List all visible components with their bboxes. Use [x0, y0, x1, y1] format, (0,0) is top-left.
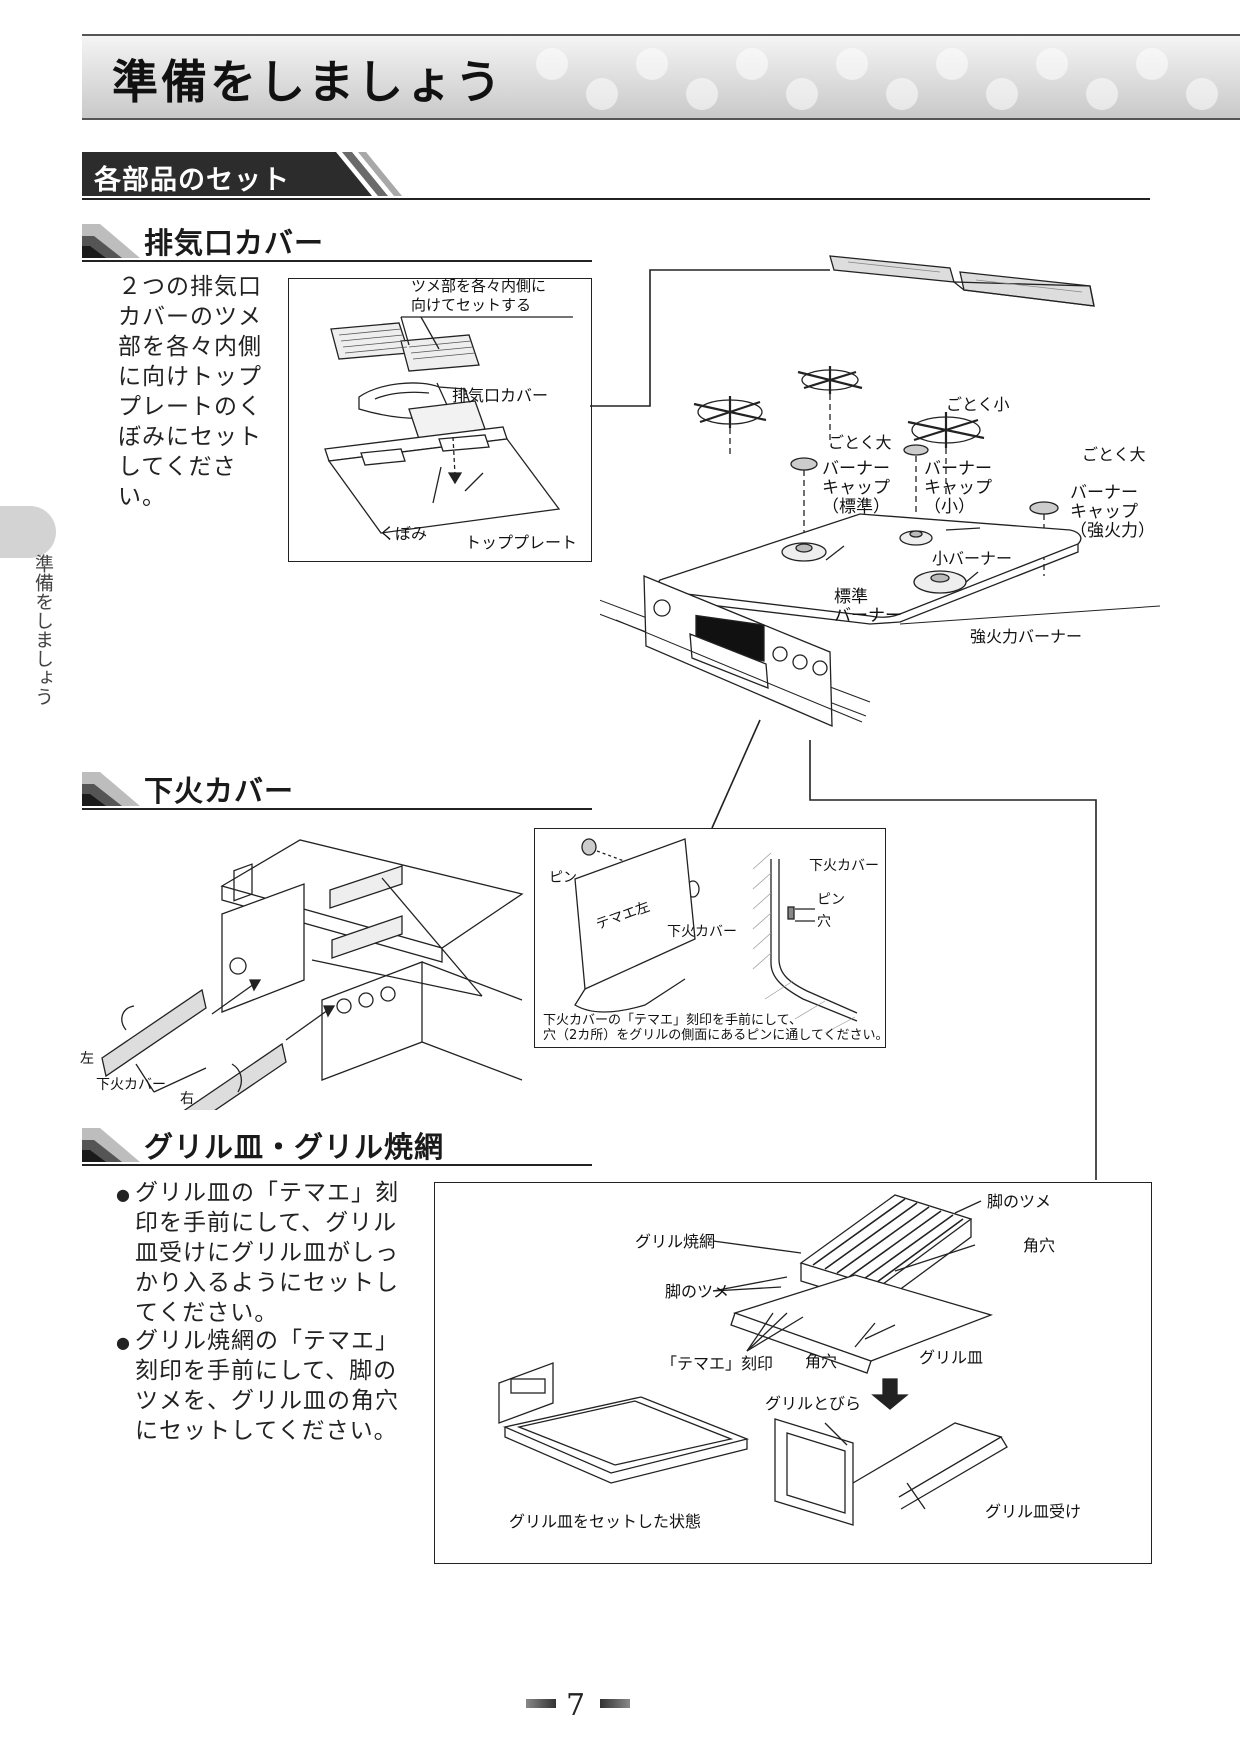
- heading-stripe-icon: [82, 224, 140, 258]
- pin-label: ピン: [549, 870, 577, 886]
- exhaust-cover-label: 排気口カバー: [452, 386, 549, 405]
- right-label: 右: [180, 1091, 194, 1107]
- detail-hole-label: 穴: [817, 914, 831, 930]
- detail-cover-label: 下火カバー: [667, 924, 737, 940]
- stamp-label: 「テマエ」刻印: [661, 1354, 774, 1373]
- side-tab-label: 準備をしましょう: [32, 554, 54, 706]
- section-title: 各部品のセット: [94, 165, 290, 196]
- page-number-bar-left: [526, 1699, 556, 1708]
- grill-bullet-2: ● グリル焼網の「テマエ」刻印を手前にして、脚のツメを、グリル皿の角穴にセットし…: [116, 1326, 420, 1446]
- trivet-small-label: ごとく小: [946, 395, 1010, 414]
- stove-illustration: [600, 255, 1160, 727]
- page-number-bar-right: [600, 1699, 630, 1708]
- leg-claw-mid-label: 脚のツメ: [665, 1282, 730, 1301]
- trivet-large-left-label: ごとく大: [828, 433, 892, 452]
- recess-label: くぼみ: [379, 524, 428, 543]
- side-tab: [0, 506, 56, 558]
- exhaust-cover-title: 排気口カバー: [144, 226, 325, 260]
- exhaust-cover-header: 排気口カバー: [82, 216, 592, 262]
- exhaust-cover-diagram: ツメ部を各々内側に 向けてセットする 排気口カバー くぼみ トッププレート: [288, 277, 592, 562]
- leg-claw-top-label: 脚のツメ: [987, 1192, 1052, 1211]
- lower-cover-detail-illustration: [574, 838, 858, 1034]
- left-label: 左: [80, 1051, 94, 1067]
- claw-note-label: ツメ部を各々内側に 向けてセットする: [411, 277, 547, 314]
- grill-diagram: 脚のツメ グリル焼網 角穴 脚のツメ 「テマエ」刻印 角穴 グリル皿 グリルとび…: [434, 1182, 1152, 1564]
- trivet-large-right-label: ごとく大: [1082, 445, 1146, 464]
- grill-illustration: [498, 1194, 1008, 1526]
- heading-stripe-icon: [82, 772, 140, 806]
- detail-cover-top-label: 下火カバー: [809, 858, 879, 874]
- detail-pin-side-label: ピン: [817, 892, 845, 908]
- grill-door-label: グリルとびら: [765, 1394, 862, 1413]
- heading-stripe-icon: [82, 1128, 140, 1162]
- strong-burner-label: 強火力バーナー: [970, 627, 1083, 646]
- page-number: 7: [566, 1688, 586, 1723]
- pan-holder-label: グリル皿受け: [985, 1502, 1082, 1521]
- exhaust-cover-body: ２つの排気口カバーのツメ部を各々内側に向けトッププレートのくぼみにセットしてくだ…: [118, 274, 262, 510]
- cap-small-label: バーナー キャップ （小）: [924, 459, 992, 517]
- exhaust-connector-line: [590, 269, 830, 407]
- bullet-mark: ●: [116, 1333, 131, 1352]
- pan-set-label: グリル皿をセットした状態: [509, 1512, 702, 1531]
- grill-bullet-1: ● グリル皿の「テマエ」刻印を手前にして、グリル皿受けにグリル皿がしっかり入るよ…: [116, 1178, 420, 1328]
- title-band: 準備をしましょう: [82, 34, 1240, 120]
- grill-connector-line: [711, 719, 1097, 1180]
- square-hole-bottom-label: 角穴: [805, 1352, 838, 1371]
- lower-cover-header: 下火カバー: [82, 764, 592, 810]
- title-band-dots: [536, 48, 1218, 110]
- grill-header: グリル皿・グリル焼網: [82, 1120, 592, 1166]
- small-burner-label: 小バーナー: [932, 549, 1013, 568]
- lower-cover-note: 下火カバーの「テマエ」刻印を手前にして、 穴（2カ所）をグリルの側面にあるピンに…: [543, 1013, 889, 1043]
- lower-cover-detail: ピン テマエ左 下火カバー 下火カバー ピン 穴 下火カバーの「テマエ」刻印を手…: [534, 828, 889, 1048]
- bullet-mark: ●: [116, 1185, 131, 1204]
- grill-bullet-2-text: グリル焼網の「テマエ」刻印を手前にして、脚のツメを、グリル皿の角穴にセットしてく…: [134, 1328, 399, 1444]
- section-tab-stripes: [322, 152, 402, 196]
- exhaust-cover-illustration: [324, 316, 573, 534]
- grill-title: グリル皿・グリル焼網: [144, 1130, 445, 1164]
- lower-cover-title: 下火カバー: [144, 774, 295, 808]
- cap-strong-label: バーナー キャップ （強火力）: [1070, 483, 1155, 541]
- page-title: 準備をしましょう: [112, 55, 504, 109]
- standard-burner-label: 標準 バーナー: [834, 587, 902, 626]
- cap-standard-label: バーナー キャップ （標準）: [822, 459, 890, 517]
- grill-bullet-1-text: グリル皿の「テマエ」刻印を手前にして、グリル皿受けにグリル皿がしっかり入るように…: [134, 1180, 399, 1326]
- top-plate-label: トッププレート: [465, 533, 578, 552]
- lower-cover-label: 下火カバー: [96, 1077, 166, 1093]
- grill-pan-label: グリル皿: [919, 1348, 984, 1367]
- grill-net-label: グリル焼網: [635, 1232, 716, 1251]
- section-tab: [82, 152, 332, 196]
- lower-cover-illustration: [101, 839, 524, 1110]
- section-header: 各部品のセット: [82, 152, 1150, 200]
- square-hole-top-label: 角穴: [1023, 1236, 1056, 1255]
